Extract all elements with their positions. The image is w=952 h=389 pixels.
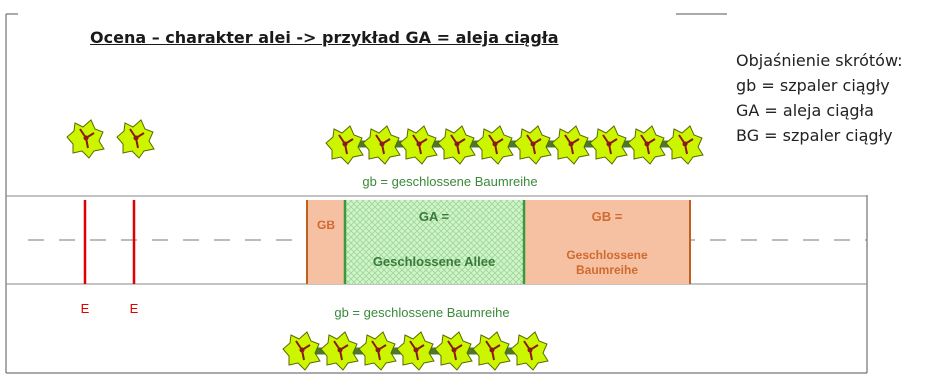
tree-icon: [320, 331, 359, 371]
e-label-right: E: [130, 301, 139, 316]
tree-icon: [116, 119, 155, 159]
tree-row-bottom: [282, 331, 549, 371]
tree-row-top: [325, 125, 704, 165]
row-label-bottom: gb = geschlossene Baumreihe: [334, 305, 509, 320]
gb-right-label-line3: Baumreihe: [576, 263, 638, 277]
legend-heading: Objaśnienie skrótów:: [736, 51, 903, 70]
tree-icon: [665, 125, 704, 165]
tree-icon: [399, 125, 438, 165]
tree-icon: [627, 125, 666, 165]
tree-icon: [358, 331, 397, 371]
legend-item-ga: GA = aleja ciągła: [736, 101, 874, 120]
row-label-top: gb = geschlossene Baumreihe: [362, 174, 537, 189]
tree-icon: [475, 125, 514, 165]
abbreviation-legend: Objaśnienie skrótów: gb = szpaler ciągły…: [736, 48, 903, 148]
gb-small-label: GB: [317, 218, 335, 232]
gb-right-segment: [524, 200, 690, 284]
tree-icon: [589, 125, 628, 165]
legend-item-gb: gb = szpaler ciągły: [736, 76, 890, 95]
ga-label-line1: GA =: [419, 209, 450, 224]
single-trees: [66, 119, 155, 159]
ga-segment: [345, 200, 524, 284]
tree-icon: [396, 331, 435, 371]
legend-item-bg: BG = szpaler ciągły: [736, 126, 893, 145]
tree-icon: [325, 125, 364, 165]
e-label-left: E: [81, 301, 90, 316]
gb-right-label-line2: Geschlossene: [566, 248, 648, 262]
tree-icon: [282, 331, 321, 371]
tree-icon: [510, 331, 549, 371]
tree-icon: [551, 125, 590, 165]
ga-label-line2: Geschlossene Allee: [373, 254, 495, 269]
gb-small-segment: [307, 200, 345, 284]
page-title: Ocena – charakter alei -> przykład GA = …: [90, 28, 559, 47]
tree-icon: [472, 331, 511, 371]
tree-icon: [362, 125, 401, 165]
tree-icon: [437, 125, 476, 165]
tree-icon: [513, 125, 552, 165]
gb-right-label-line1: GB =: [592, 209, 623, 224]
tree-icon: [434, 331, 473, 371]
tree-icon: [66, 119, 105, 159]
